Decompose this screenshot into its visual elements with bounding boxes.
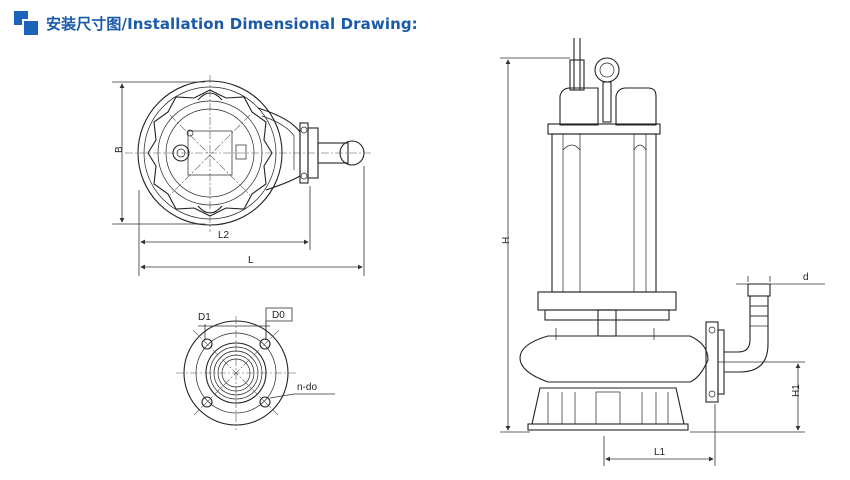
dimension-ndo: n-do — [269, 382, 335, 399]
dimension-L: L — [140, 166, 365, 276]
label-d: d — [803, 272, 809, 283]
label-ndo: n-do — [297, 382, 317, 393]
flange-view — [176, 316, 296, 430]
side-view — [519, 38, 771, 431]
dimension-B: B — [112, 81, 205, 225]
section-square-icon — [14, 11, 38, 35]
label-D0: D0 — [272, 310, 285, 321]
label-H: H — [501, 237, 512, 244]
dimension-d: d — [736, 272, 825, 285]
dimension-H: H — [500, 57, 570, 433]
dimension-H1: H1 — [690, 361, 805, 433]
label-L: L — [248, 255, 254, 266]
dimension-D1-D0: D1 D0 — [198, 307, 293, 340]
section-title: 安装尺寸图/Installation Dimensional Drawing: — [46, 14, 418, 33]
label-L1: L1 — [654, 447, 666, 458]
dimension-L1: L1 — [603, 404, 716, 466]
label-H1: H1 — [791, 384, 802, 397]
label-L2: L2 — [218, 230, 230, 241]
label-B: B — [114, 146, 125, 153]
dimension-L2: L2 — [138, 186, 311, 276]
section-header: 安装尺寸图/Installation Dimensional Drawing: — [14, 10, 418, 36]
top-view — [125, 75, 372, 232]
label-D1: D1 — [198, 312, 211, 323]
